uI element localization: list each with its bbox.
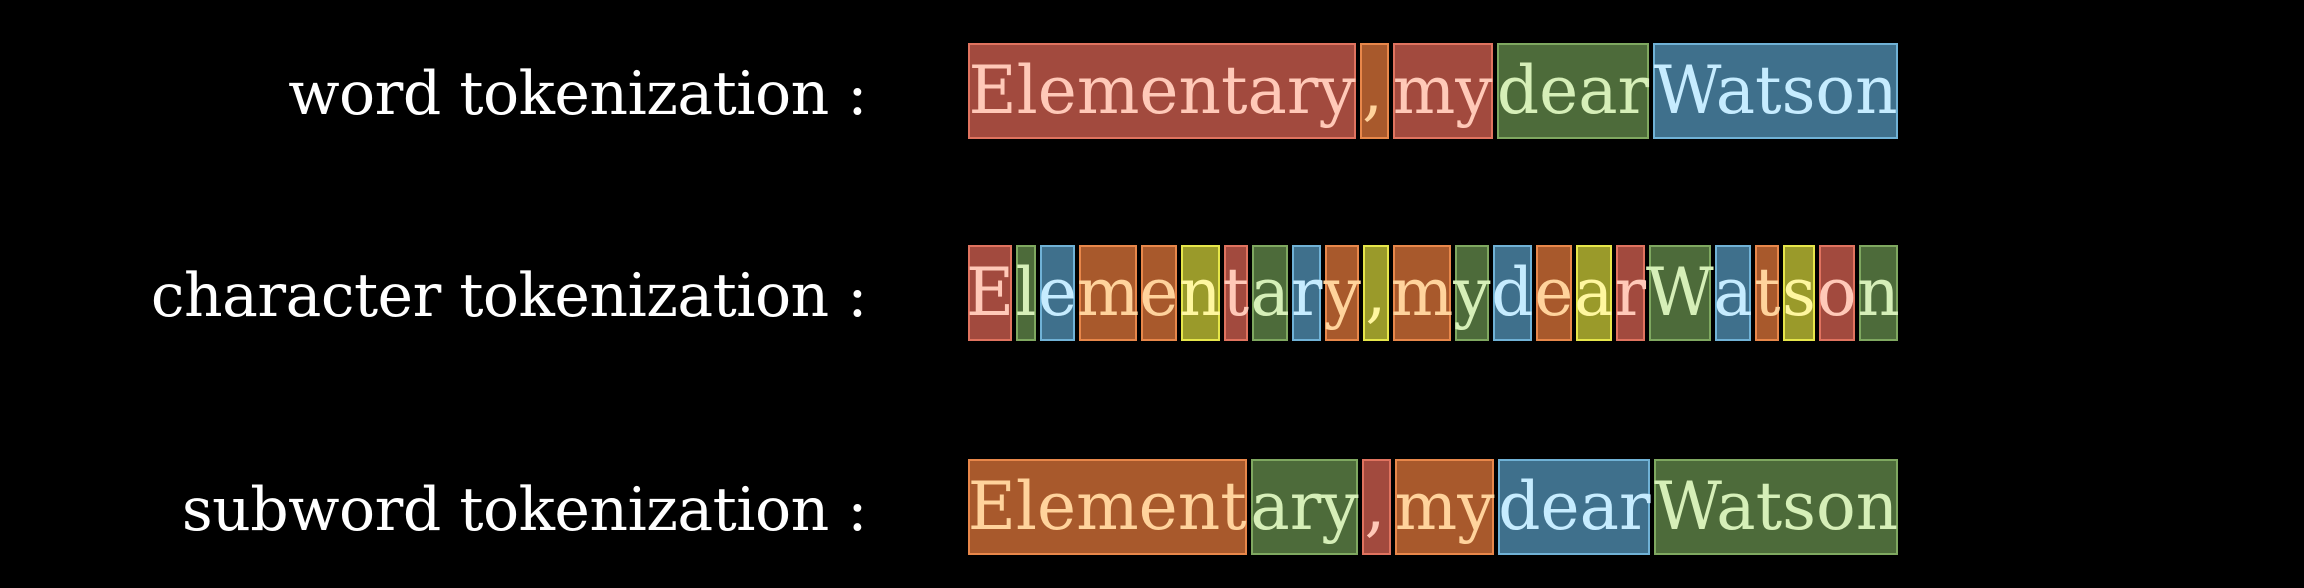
token-text: Watson bbox=[1653, 52, 1898, 129]
token-box: Watson bbox=[1653, 43, 1898, 139]
token-text: Watson bbox=[1654, 468, 1899, 545]
token-text: ary bbox=[1250, 468, 1359, 545]
token-box: m bbox=[1076, 245, 1140, 341]
token-text: , bbox=[1362, 52, 1384, 129]
token-text: Element bbox=[967, 468, 1247, 545]
token-box: e bbox=[1139, 245, 1179, 341]
row-label-word: word tokenization : bbox=[288, 59, 867, 129]
token-text: e bbox=[1139, 254, 1179, 331]
token-text: d bbox=[1491, 254, 1534, 331]
token-box: m bbox=[1390, 245, 1454, 341]
token-text: l bbox=[1015, 254, 1037, 331]
token-box: t bbox=[1753, 245, 1781, 341]
token-box: n bbox=[1857, 245, 1900, 341]
token-text: a bbox=[1713, 254, 1753, 331]
row-label-subword: subword tokenization : bbox=[181, 475, 868, 545]
token-text: W bbox=[1645, 254, 1714, 331]
row-label-character: character tokenization : bbox=[150, 261, 868, 331]
token-text: t bbox=[1753, 254, 1781, 331]
token-box: , bbox=[1363, 245, 1390, 341]
token-box: , bbox=[1362, 459, 1391, 555]
token-box: , bbox=[1360, 43, 1389, 139]
token-box: ary bbox=[1250, 459, 1359, 555]
token-text: , bbox=[1365, 254, 1387, 331]
token-text: s bbox=[1782, 254, 1816, 331]
token-text: m bbox=[1390, 254, 1454, 331]
token-box: n bbox=[1178, 245, 1222, 341]
token-text: r bbox=[1290, 254, 1323, 331]
token-text: o bbox=[1816, 254, 1857, 331]
token-text: Elementary bbox=[968, 52, 1356, 129]
token-box: e bbox=[1037, 245, 1078, 341]
token-box: l bbox=[1015, 245, 1037, 341]
token-text: my bbox=[1392, 52, 1493, 129]
token-text: e bbox=[1534, 254, 1574, 331]
token-box: Watson bbox=[1654, 459, 1898, 555]
token-text: my bbox=[1394, 468, 1495, 545]
token-text: n bbox=[1178, 254, 1222, 331]
token-box: s bbox=[1782, 245, 1816, 341]
token-text: e bbox=[1037, 254, 1078, 331]
token-box: a bbox=[1250, 245, 1290, 341]
token-box: r bbox=[1614, 245, 1647, 341]
token-text: m bbox=[1076, 254, 1140, 331]
token-box: y bbox=[1453, 245, 1491, 341]
token-box: dear bbox=[1498, 459, 1651, 555]
token-text: t bbox=[1222, 254, 1250, 331]
token-text: r bbox=[1614, 254, 1647, 331]
token-box: Elementary bbox=[968, 43, 1357, 139]
token-text: E bbox=[966, 254, 1015, 331]
token-box: my bbox=[1392, 43, 1493, 139]
token-box: dear bbox=[1496, 43, 1650, 139]
token-text: n bbox=[1857, 254, 1900, 331]
token-text: a bbox=[1250, 254, 1290, 331]
token-box: Element bbox=[968, 459, 1247, 555]
token-text: dear bbox=[1496, 52, 1650, 129]
token-box: o bbox=[1816, 245, 1857, 341]
token-box: my bbox=[1395, 459, 1495, 555]
token-text: a bbox=[1574, 254, 1614, 331]
token-box: r bbox=[1290, 245, 1323, 341]
token-box: a bbox=[1574, 245, 1614, 341]
token-box: e bbox=[1534, 245, 1574, 341]
token-box: t bbox=[1222, 245, 1250, 341]
token-box: a bbox=[1713, 245, 1753, 341]
token-box: y bbox=[1323, 245, 1361, 341]
token-box: d bbox=[1491, 245, 1534, 341]
token-text: , bbox=[1364, 468, 1386, 545]
token-text: dear bbox=[1498, 468, 1651, 545]
token-text: y bbox=[1453, 254, 1491, 331]
token-box: W bbox=[1645, 245, 1714, 341]
token-text: y bbox=[1323, 254, 1361, 331]
token-box: E bbox=[966, 245, 1015, 341]
